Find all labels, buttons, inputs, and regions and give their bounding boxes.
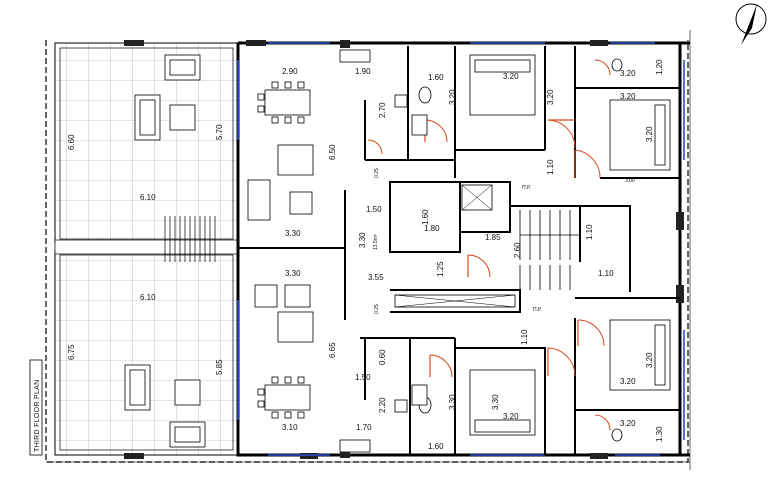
dim-terrace-width-upper: 6.10 [140, 193, 156, 202]
dim-bedroom2-width-lower: 3.20 [620, 377, 636, 386]
dim-core-area: 13.5m² [373, 234, 379, 250]
dim-living-width-upper: 3.30 [285, 229, 301, 238]
dim-kitchen-width-upper: 1.90 [355, 67, 371, 76]
dim-terrace-width-lower: 6.10 [140, 293, 156, 302]
dim-bedroom2-depth-lower: 3.20 [645, 352, 654, 368]
interior-walls [238, 46, 680, 455]
dim-landing-width: 1.10 [598, 269, 614, 278]
dim-ensuite-depth-upper: 1.20 [655, 59, 664, 75]
dim-bedroom1-depth-lower: 3.30 [491, 394, 500, 410]
dim-shaft-lower: 0.25 [374, 304, 380, 314]
dim-living-height-lower: 6.65 [328, 342, 337, 358]
dim-hall-depth-lower: 1.10 [520, 329, 529, 345]
dim-bedroom2-width-upper: 3.20 [620, 92, 636, 101]
dim-ensuite-width-lower: 3.20 [620, 419, 636, 428]
dim-stair-depth: 2.60 [513, 242, 522, 258]
dim-dining-width-lower: 3.10 [282, 423, 298, 432]
dim-ensuite-depth-lower: 1.30 [655, 426, 664, 442]
dim-terrace-depth-lower: 6.75 [67, 344, 76, 360]
dim-hall-depth-upper: 1.10 [546, 159, 555, 175]
terrace-lower [54, 249, 239, 456]
dim-entry-width: 1.50 [366, 205, 382, 214]
dim-ensuite-width-upper: 3.20 [620, 69, 636, 78]
north-arrow-icon [735, 3, 767, 45]
dim-terrace-inner-upper: 5.70 [215, 124, 224, 140]
dim-kitchen-depth-upper: 2.70 [378, 102, 387, 118]
dim-bath-depth-lower: 3.30 [448, 394, 457, 410]
dim-corridor-depth-2: 1.25 [436, 261, 445, 277]
dim-lift-width: 1.80 [424, 224, 440, 233]
dim-bath-depth-upper: 3.20 [448, 89, 457, 105]
dim-lobby-width: 1.85 [485, 233, 501, 242]
dim-dining-width-upper: 2.90 [282, 67, 298, 76]
dim-shaft-upper: 0.25 [374, 168, 380, 178]
dim-living-height-upper: 6.50 [328, 144, 337, 160]
dim-kitchen-width-lower: 1.50 [355, 373, 371, 382]
dim-kitchen-depth-lower: 0.60 [378, 349, 387, 365]
dim-utility-width-lower: 1.70 [356, 423, 372, 432]
sheet-title: THIRD FLOOR PLAN [34, 380, 41, 452]
dim-bedroom1-width-lower: 3.20 [503, 412, 519, 421]
terrace-upper [54, 42, 239, 245]
dim-wardrobe-upper: 3.00 [625, 178, 635, 184]
dim-terrace-inner-lower: 5.85 [215, 359, 224, 375]
dim-corridor-width: 3.55 [368, 273, 384, 282]
dim-bedroom1-depth-upper: 3.20 [546, 89, 555, 105]
wall-blocks [124, 40, 684, 459]
dim-corridor-depth: 3.30 [358, 232, 367, 248]
dim-bath-width-lower: 1.60 [428, 442, 444, 451]
dim-bedroom1-width-upper: 3.20 [503, 72, 519, 81]
furniture [124, 49, 671, 453]
dim-terrace-depth-upper: 6.60 [67, 134, 76, 150]
dim-bath-width-upper: 1.60 [428, 73, 444, 82]
windows [237, 42, 685, 456]
label-duct-lower: Π.P. [533, 307, 542, 313]
label-duct-upper: Π.P. [522, 185, 531, 191]
dim-stair-flight: 1.10 [585, 224, 594, 240]
dim-bedroom2-depth-upper: 3.20 [645, 126, 654, 142]
dim-kitchen-height-lower: 2.20 [378, 397, 387, 413]
dim-living-width-lower: 3.30 [285, 269, 301, 278]
sheet-title-block: THIRD FLOOR PLAN [29, 359, 43, 456]
dim-lift-depth: 1.60 [421, 209, 430, 225]
